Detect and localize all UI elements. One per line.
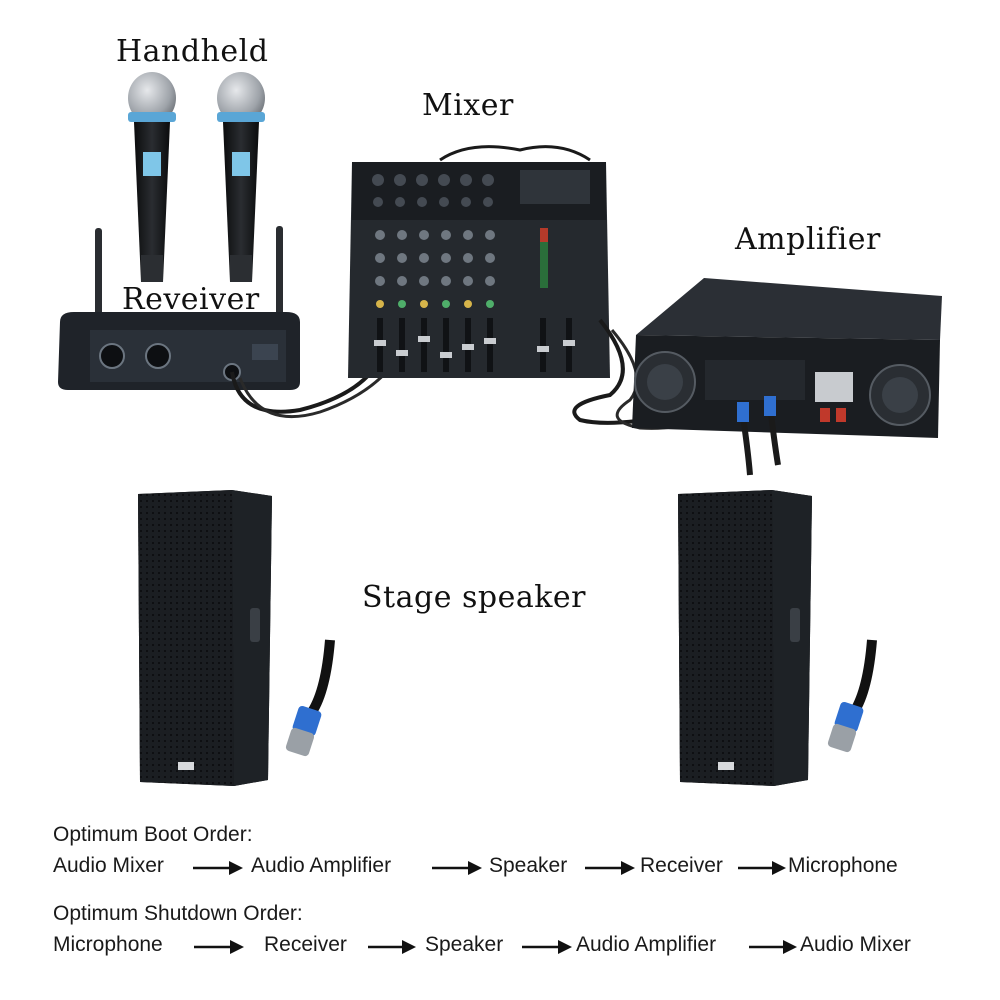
audio-setup-illustration [58,72,942,786]
shutdown-order-title: Optimum Shutdown Order: [53,902,303,925]
right-arrow-icon [193,861,243,875]
mixer-icon [348,145,610,378]
amplifier-icon [632,278,942,438]
right-arrow-icon [522,940,572,954]
boot-step: Speaker [489,854,568,877]
right-arrow-icon [368,940,416,954]
label-mixer: Mixer [422,88,514,123]
right-arrow-icon [749,940,797,954]
speaker-icon [678,490,812,786]
speaker-icon [138,490,272,786]
label-amplifier: Amplifier [735,222,881,257]
label-receiver: Reveiver [122,282,260,317]
microphone-icon [128,72,176,282]
boot-step: Receiver [640,854,723,877]
right-arrow-icon [194,940,244,954]
speakon-connector-icon [827,639,877,753]
label-stage-speaker: Stage speaker [362,580,586,615]
boot-step: Audio Amplifier [251,854,392,877]
right-arrow-icon [738,861,786,875]
right-arrow-icon [585,861,635,875]
right-arrow-icon [432,861,482,875]
receiver-icon [58,226,300,390]
speakon-connector-icon [285,639,335,757]
shutdown-step: Speaker [425,933,504,956]
microphone-icon [217,72,265,282]
label-handheld: Handheld [116,34,269,69]
shutdown-step: Microphone [53,933,163,956]
shutdown-step: Receiver [264,933,347,956]
boot-step: Microphone [788,854,898,877]
boot-step: Audio Mixer [53,854,164,877]
shutdown-step: Audio Mixer [800,933,911,956]
boot-order-title: Optimum Boot Order: [53,823,253,846]
shutdown-step: Audio Amplifier [576,933,717,956]
